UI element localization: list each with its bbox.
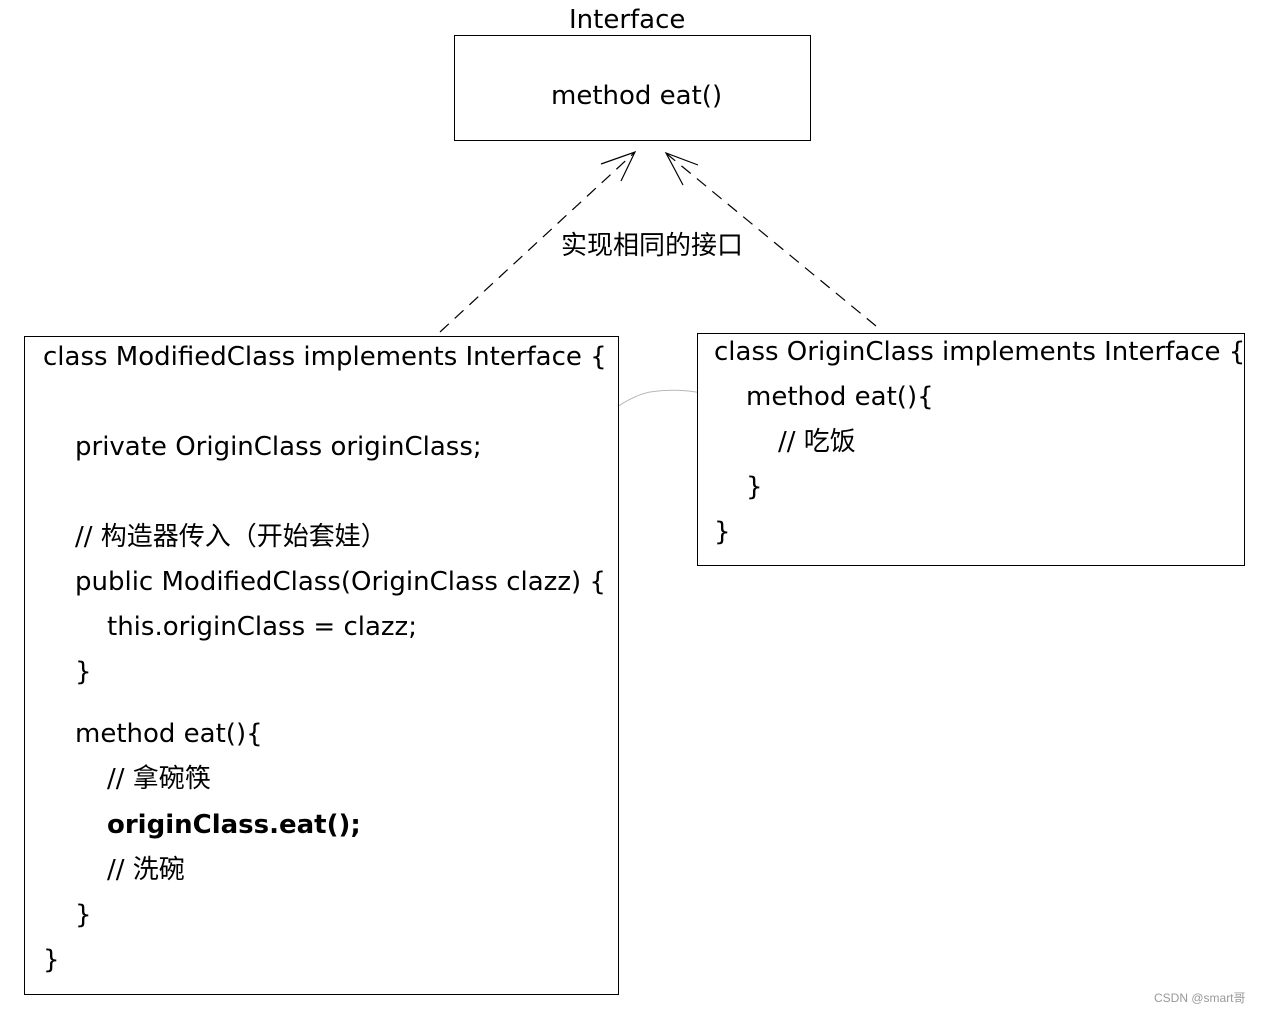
interface-method: method eat()	[551, 81, 723, 111]
modified-class-box: class ModifiedClass implements Interface…	[24, 336, 619, 995]
delegate-call-line: originClass.eat();	[107, 810, 361, 840]
code-line: method eat(){	[746, 382, 934, 412]
code-line: }	[714, 517, 731, 547]
implements-arrow-left	[439, 152, 635, 333]
implements-arrow-right	[666, 153, 877, 327]
code-line: // 拿碗筷	[107, 764, 211, 794]
code-line: this.originClass = clazz;	[107, 612, 417, 642]
code-line: class OriginClass implements Interface {	[714, 337, 1246, 367]
code-line: }	[43, 945, 60, 975]
arrowhead-left-icon	[600, 150, 637, 182]
origin-class-box: class OriginClass implements Interface {…	[697, 333, 1245, 566]
code-line: public ModifiedClass(OriginClass clazz) …	[75, 567, 606, 597]
implements-label: 实现相同的接口	[561, 231, 744, 261]
code-line: method eat(){	[75, 719, 263, 749]
code-line: }	[746, 472, 763, 502]
watermark: CSDN @smart哥	[1154, 991, 1246, 1005]
interface-title: Interface	[569, 5, 686, 35]
code-line: // 洗碗	[107, 855, 185, 885]
code-line: private OriginClass originClass;	[75, 432, 482, 462]
interface-box: method eat()	[454, 35, 811, 141]
arrowhead-right-icon	[664, 151, 699, 186]
code-line: }	[75, 657, 92, 687]
code-line: // 构造器传入（开始套娃）	[75, 522, 387, 552]
code-line: }	[75, 900, 92, 930]
code-line: class ModifiedClass implements Interface…	[43, 342, 607, 372]
code-line: // 吃饭	[778, 427, 856, 457]
